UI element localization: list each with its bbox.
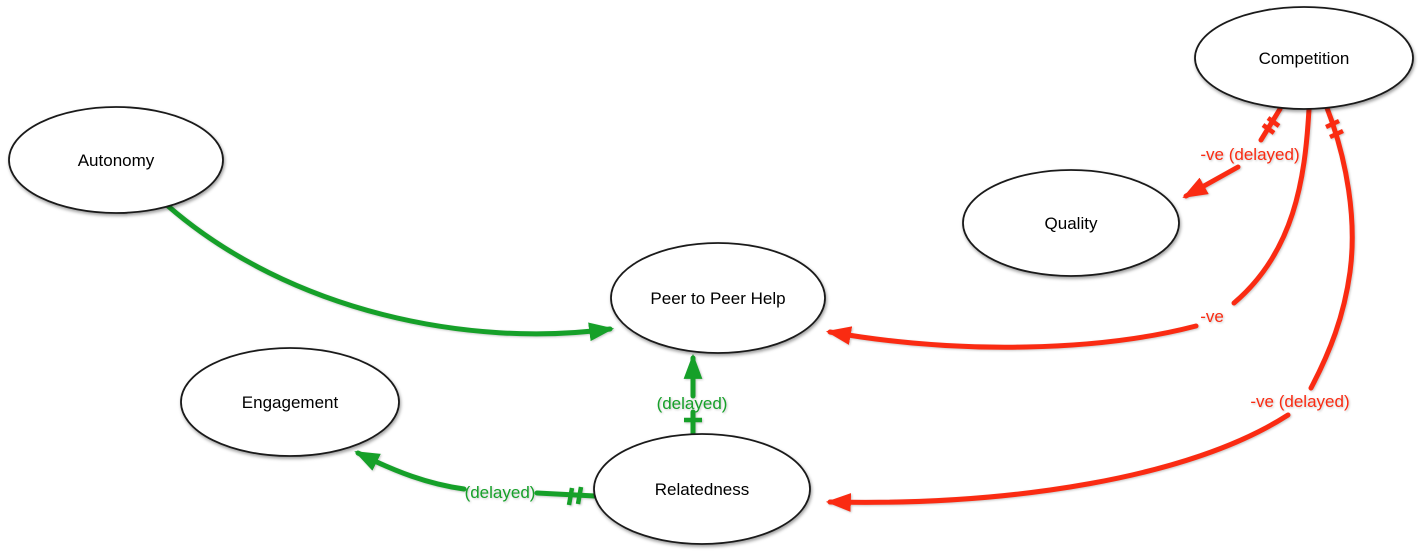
edge-relatedness-to-engagement-path[interactable] — [354, 450, 467, 492]
node-quality-label: Quality — [1045, 214, 1098, 233]
edge-competition-to-relatedness[interactable]: -ve (delayed) — [825, 105, 1355, 512]
node-peer-to-peer-help-shape[interactable] — [610, 242, 826, 354]
node-engagement-label: Engagement — [242, 393, 339, 412]
edge-competition-to-peer-help-path[interactable] — [1231, 106, 1312, 306]
edge-relatedness-to-peer-help[interactable]: (delayed) — [657, 353, 728, 437]
node-autonomy-shape[interactable] — [8, 106, 224, 214]
edge-relatedness-to-engagement[interactable]: (delayed) — [354, 450, 598, 506]
edge-competition-to-relatedness-path[interactable] — [1308, 105, 1355, 391]
edge-relatedness-to-engagement-path[interactable] — [534, 490, 598, 499]
node-autonomy-label: Autonomy — [78, 151, 155, 170]
delay-mark-icon — [1325, 118, 1340, 130]
node-engagement-shape[interactable] — [180, 347, 400, 457]
node-autonomy[interactable]: Autonomy — [8, 106, 224, 214]
edge-competition-to-quality-path[interactable] — [1258, 106, 1283, 143]
delay-mark-icon — [1329, 128, 1344, 140]
node-peer-to-peer-help-label: Peer to Peer Help — [650, 289, 785, 308]
edge-label-competition-to-relatedness: -ve (delayed) — [1250, 392, 1349, 411]
edge-autonomy-to-peer-help-path[interactable] — [165, 203, 615, 342]
edge-autonomy-to-peer-help[interactable] — [165, 203, 615, 342]
edge-label-competition-to-peer-help: -ve — [1200, 307, 1224, 326]
delay-mark-icon — [575, 486, 584, 505]
node-competition[interactable]: Competition — [1194, 6, 1414, 110]
node-competition-label: Competition — [1259, 49, 1350, 68]
delay-mark-icon — [1266, 116, 1281, 128]
node-peer-to-peer-help[interactable]: Peer to Peer Help — [610, 242, 826, 354]
node-relatedness[interactable]: Relatedness — [593, 433, 811, 545]
node-relatedness-label: Relatedness — [655, 480, 750, 499]
edge-competition-to-quality-path[interactable] — [1182, 164, 1241, 199]
node-quality-shape[interactable] — [962, 169, 1180, 277]
delay-mark-icon — [566, 487, 575, 506]
edge-competition-to-relatedness-path[interactable] — [825, 412, 1291, 512]
node-relatedness-shape[interactable] — [593, 433, 811, 545]
edge-competition-to-quality[interactable]: -ve (delayed) — [1182, 106, 1300, 199]
node-quality[interactable]: Quality — [962, 169, 1180, 277]
edge-competition-to-peer-help[interactable]: -ve — [825, 106, 1312, 350]
node-competition-shape[interactable] — [1194, 6, 1414, 110]
edge-competition-to-peer-help-path[interactable] — [825, 323, 1199, 350]
edge-label-relatedness-to-peer-help: (delayed) — [657, 394, 728, 413]
node-engagement[interactable]: Engagement — [180, 347, 400, 457]
nodes-layer: Autonomy Competition Quality Peer to Pee… — [8, 6, 1414, 545]
edge-label-competition-to-quality: -ve (delayed) — [1200, 145, 1299, 164]
delay-mark-icon — [1261, 123, 1276, 135]
edge-label-relatedness-to-engagement: (delayed) — [465, 483, 536, 502]
